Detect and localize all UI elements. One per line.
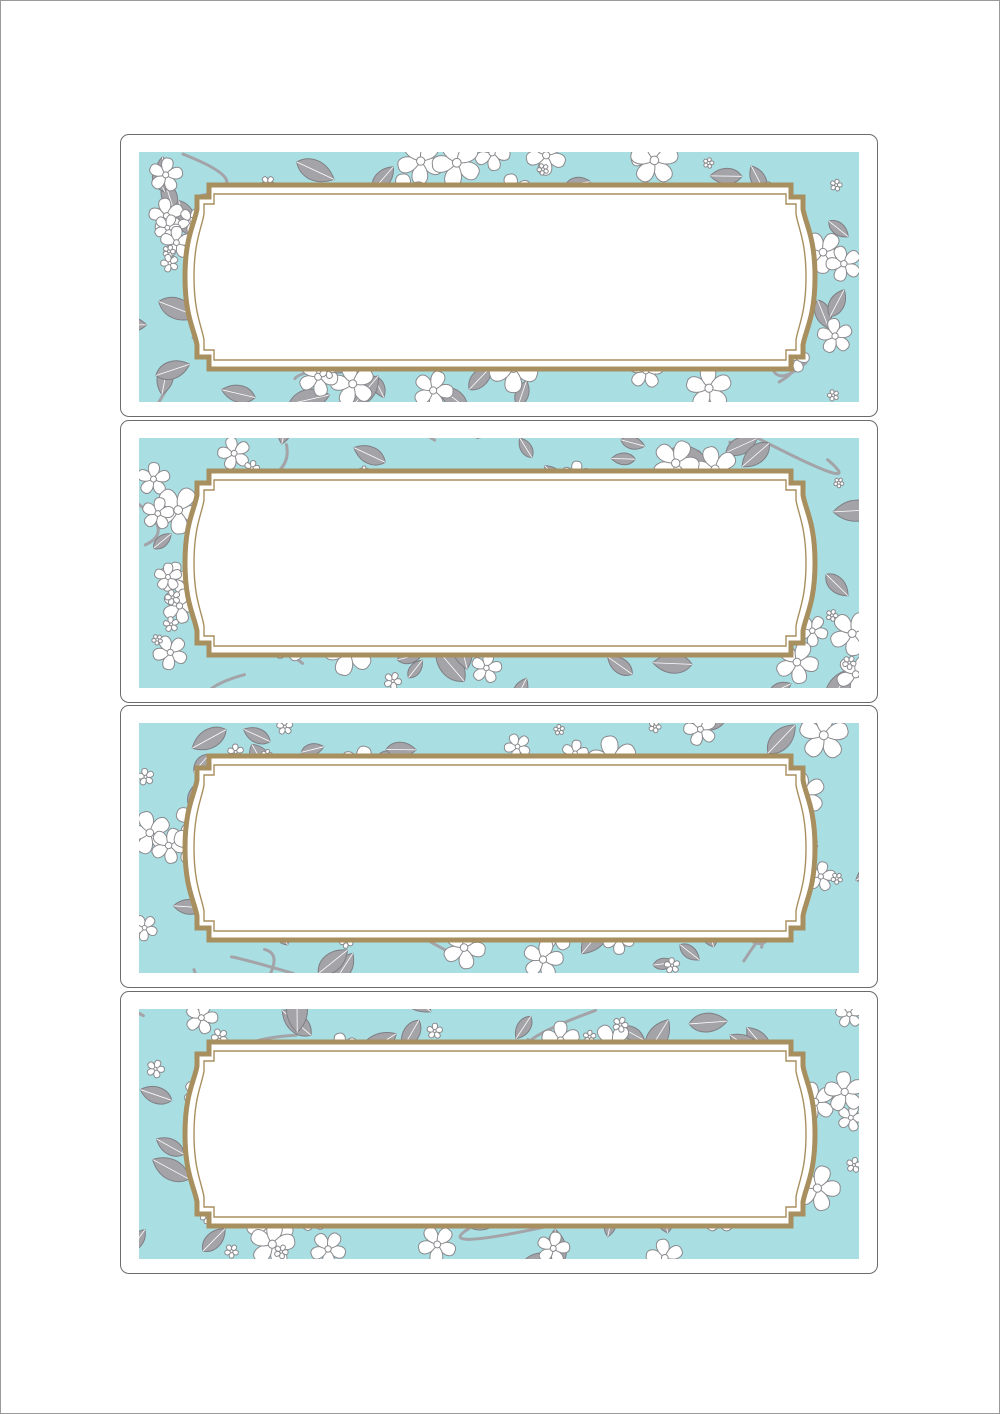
ornamental-frame (182, 1039, 818, 1229)
label-card-2 (120, 420, 878, 703)
ornamental-frame (182, 753, 818, 943)
label-artwork (139, 1009, 859, 1259)
label-card-4 (120, 991, 878, 1274)
label-card-1 (120, 134, 878, 417)
label-artwork (139, 438, 859, 688)
label-artwork (139, 723, 859, 973)
label-card-3 (120, 705, 878, 988)
ornamental-frame (182, 468, 818, 658)
ornamental-frame (182, 182, 818, 372)
label-artwork (139, 152, 859, 402)
